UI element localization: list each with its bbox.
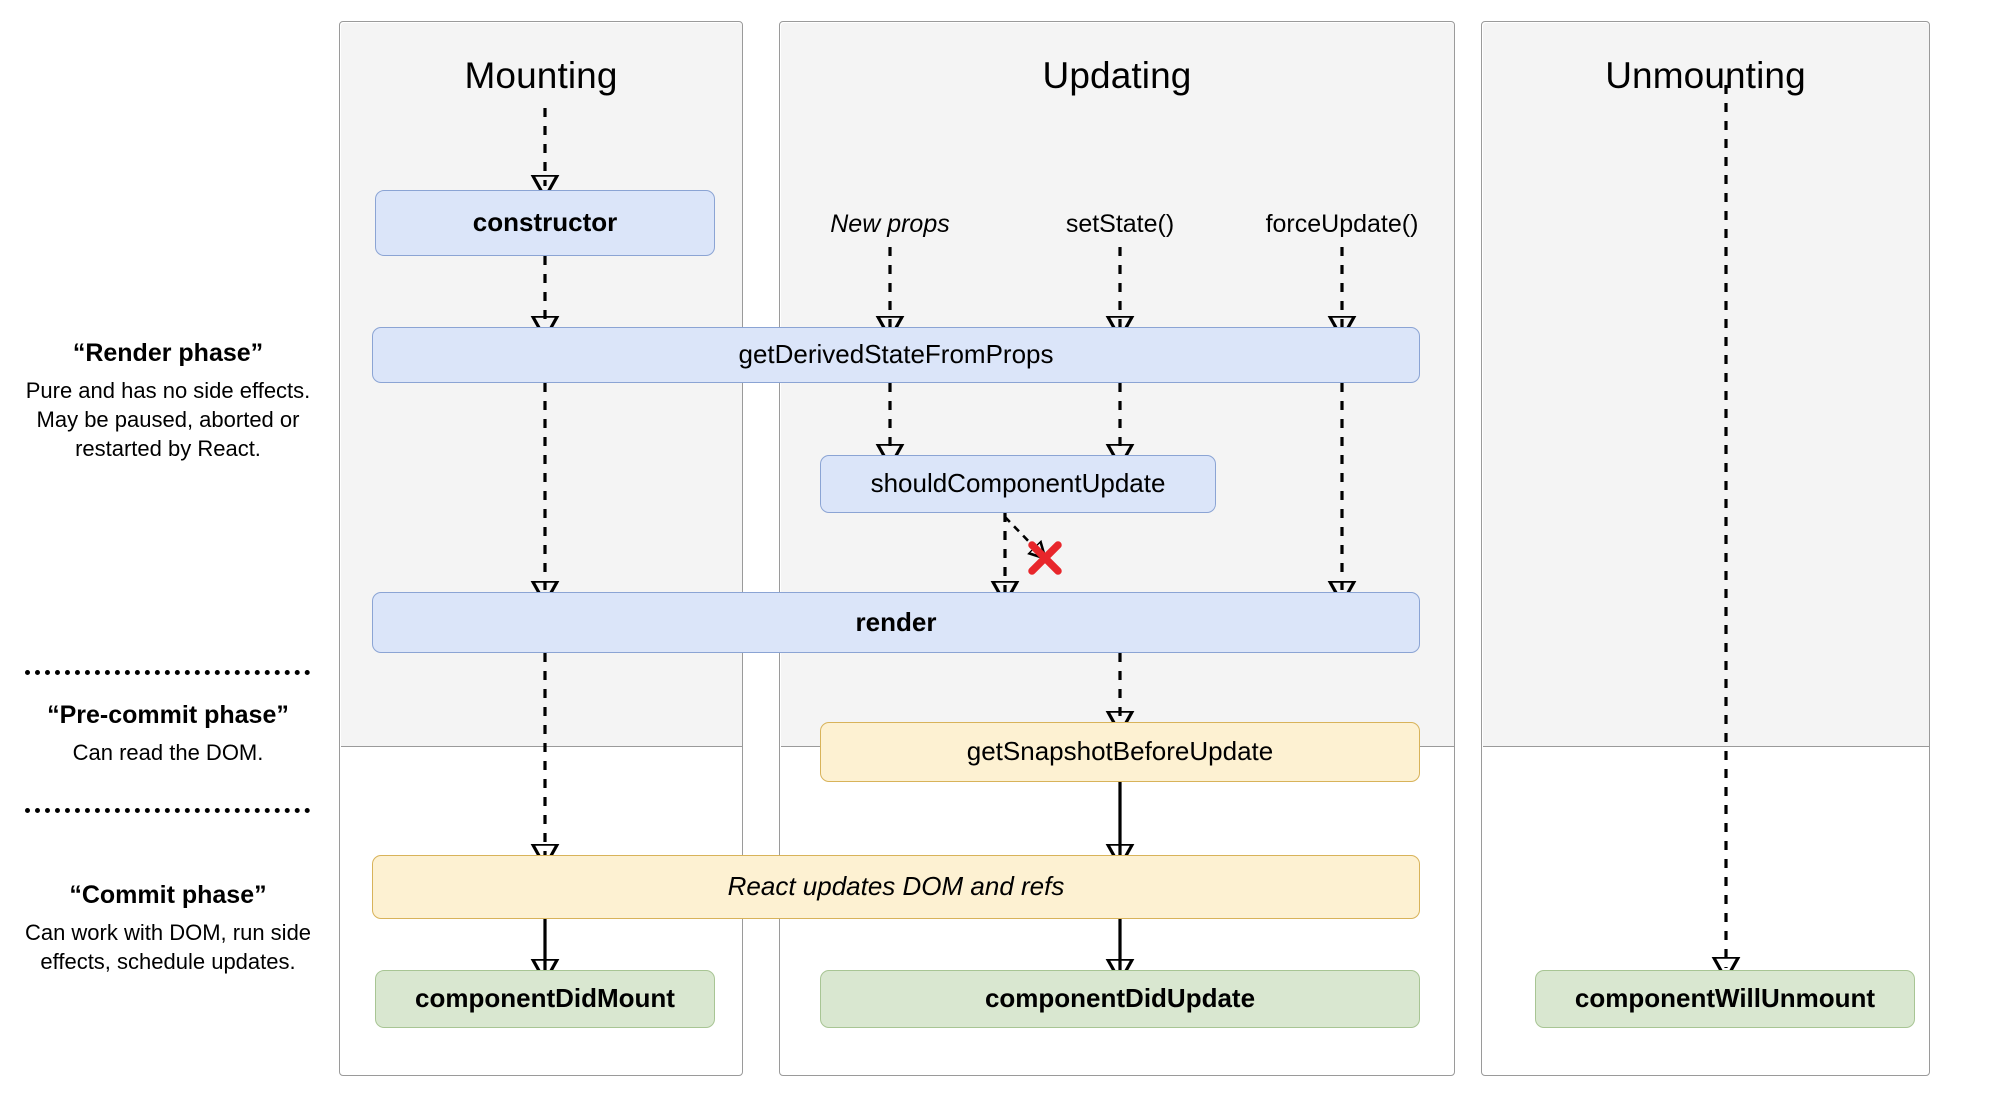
phase-legend-render-title: “Render phase” bbox=[72, 339, 264, 367]
phase-legend-commit: “Commit phase” Can work with DOM, run si… bbox=[18, 880, 318, 976]
trigger-set-state: setState() bbox=[1065, 210, 1175, 238]
phase-legend-render-body: Pure and has no side effects. May be pau… bbox=[25, 378, 311, 462]
render-phase-band-unmounting bbox=[1482, 22, 1929, 747]
box-get-derived-state-from-props[interactable]: getDerivedStateFromProps bbox=[372, 327, 1420, 383]
box-render[interactable]: render bbox=[372, 592, 1420, 653]
box-react-updates-dom-and-refs[interactable]: React updates DOM and refs bbox=[372, 855, 1420, 919]
skip-update-x-icon bbox=[1024, 537, 1066, 579]
phase-legend-precommit-body: Can read the DOM. bbox=[72, 740, 264, 766]
box-component-will-unmount[interactable]: componentWillUnmount bbox=[1535, 970, 1915, 1028]
box-constructor[interactable]: constructor bbox=[375, 190, 715, 256]
phase-divider-bottom bbox=[25, 808, 310, 813]
box-component-did-mount[interactable]: componentDidMount bbox=[375, 970, 715, 1028]
phase-legend-render: “Render phase” Pure and has no side effe… bbox=[18, 338, 318, 463]
phase-legend-commit-body: Can work with DOM, run side effects, sch… bbox=[24, 920, 312, 975]
phase-legend-precommit: “Pre-commit phase” Can read the DOM. bbox=[18, 700, 318, 767]
column-title-mounting: Mounting bbox=[464, 55, 618, 96]
phase-legend-precommit-title: “Pre-commit phase” bbox=[47, 701, 289, 729]
trigger-force-update: forceUpdate() bbox=[1265, 210, 1419, 238]
phase-legend-commit-title: “Commit phase” bbox=[69, 881, 267, 909]
column-title-updating: Updating bbox=[1042, 55, 1192, 96]
column-title-unmounting: Unmounting bbox=[1605, 55, 1806, 96]
box-get-snapshot-before-update[interactable]: getSnapshotBeforeUpdate bbox=[820, 722, 1420, 782]
box-should-component-update[interactable]: shouldComponentUpdate bbox=[820, 455, 1216, 513]
box-component-did-update[interactable]: componentDidUpdate bbox=[820, 970, 1420, 1028]
trigger-new-props: New props bbox=[830, 210, 950, 238]
phase-divider-top bbox=[25, 670, 310, 675]
